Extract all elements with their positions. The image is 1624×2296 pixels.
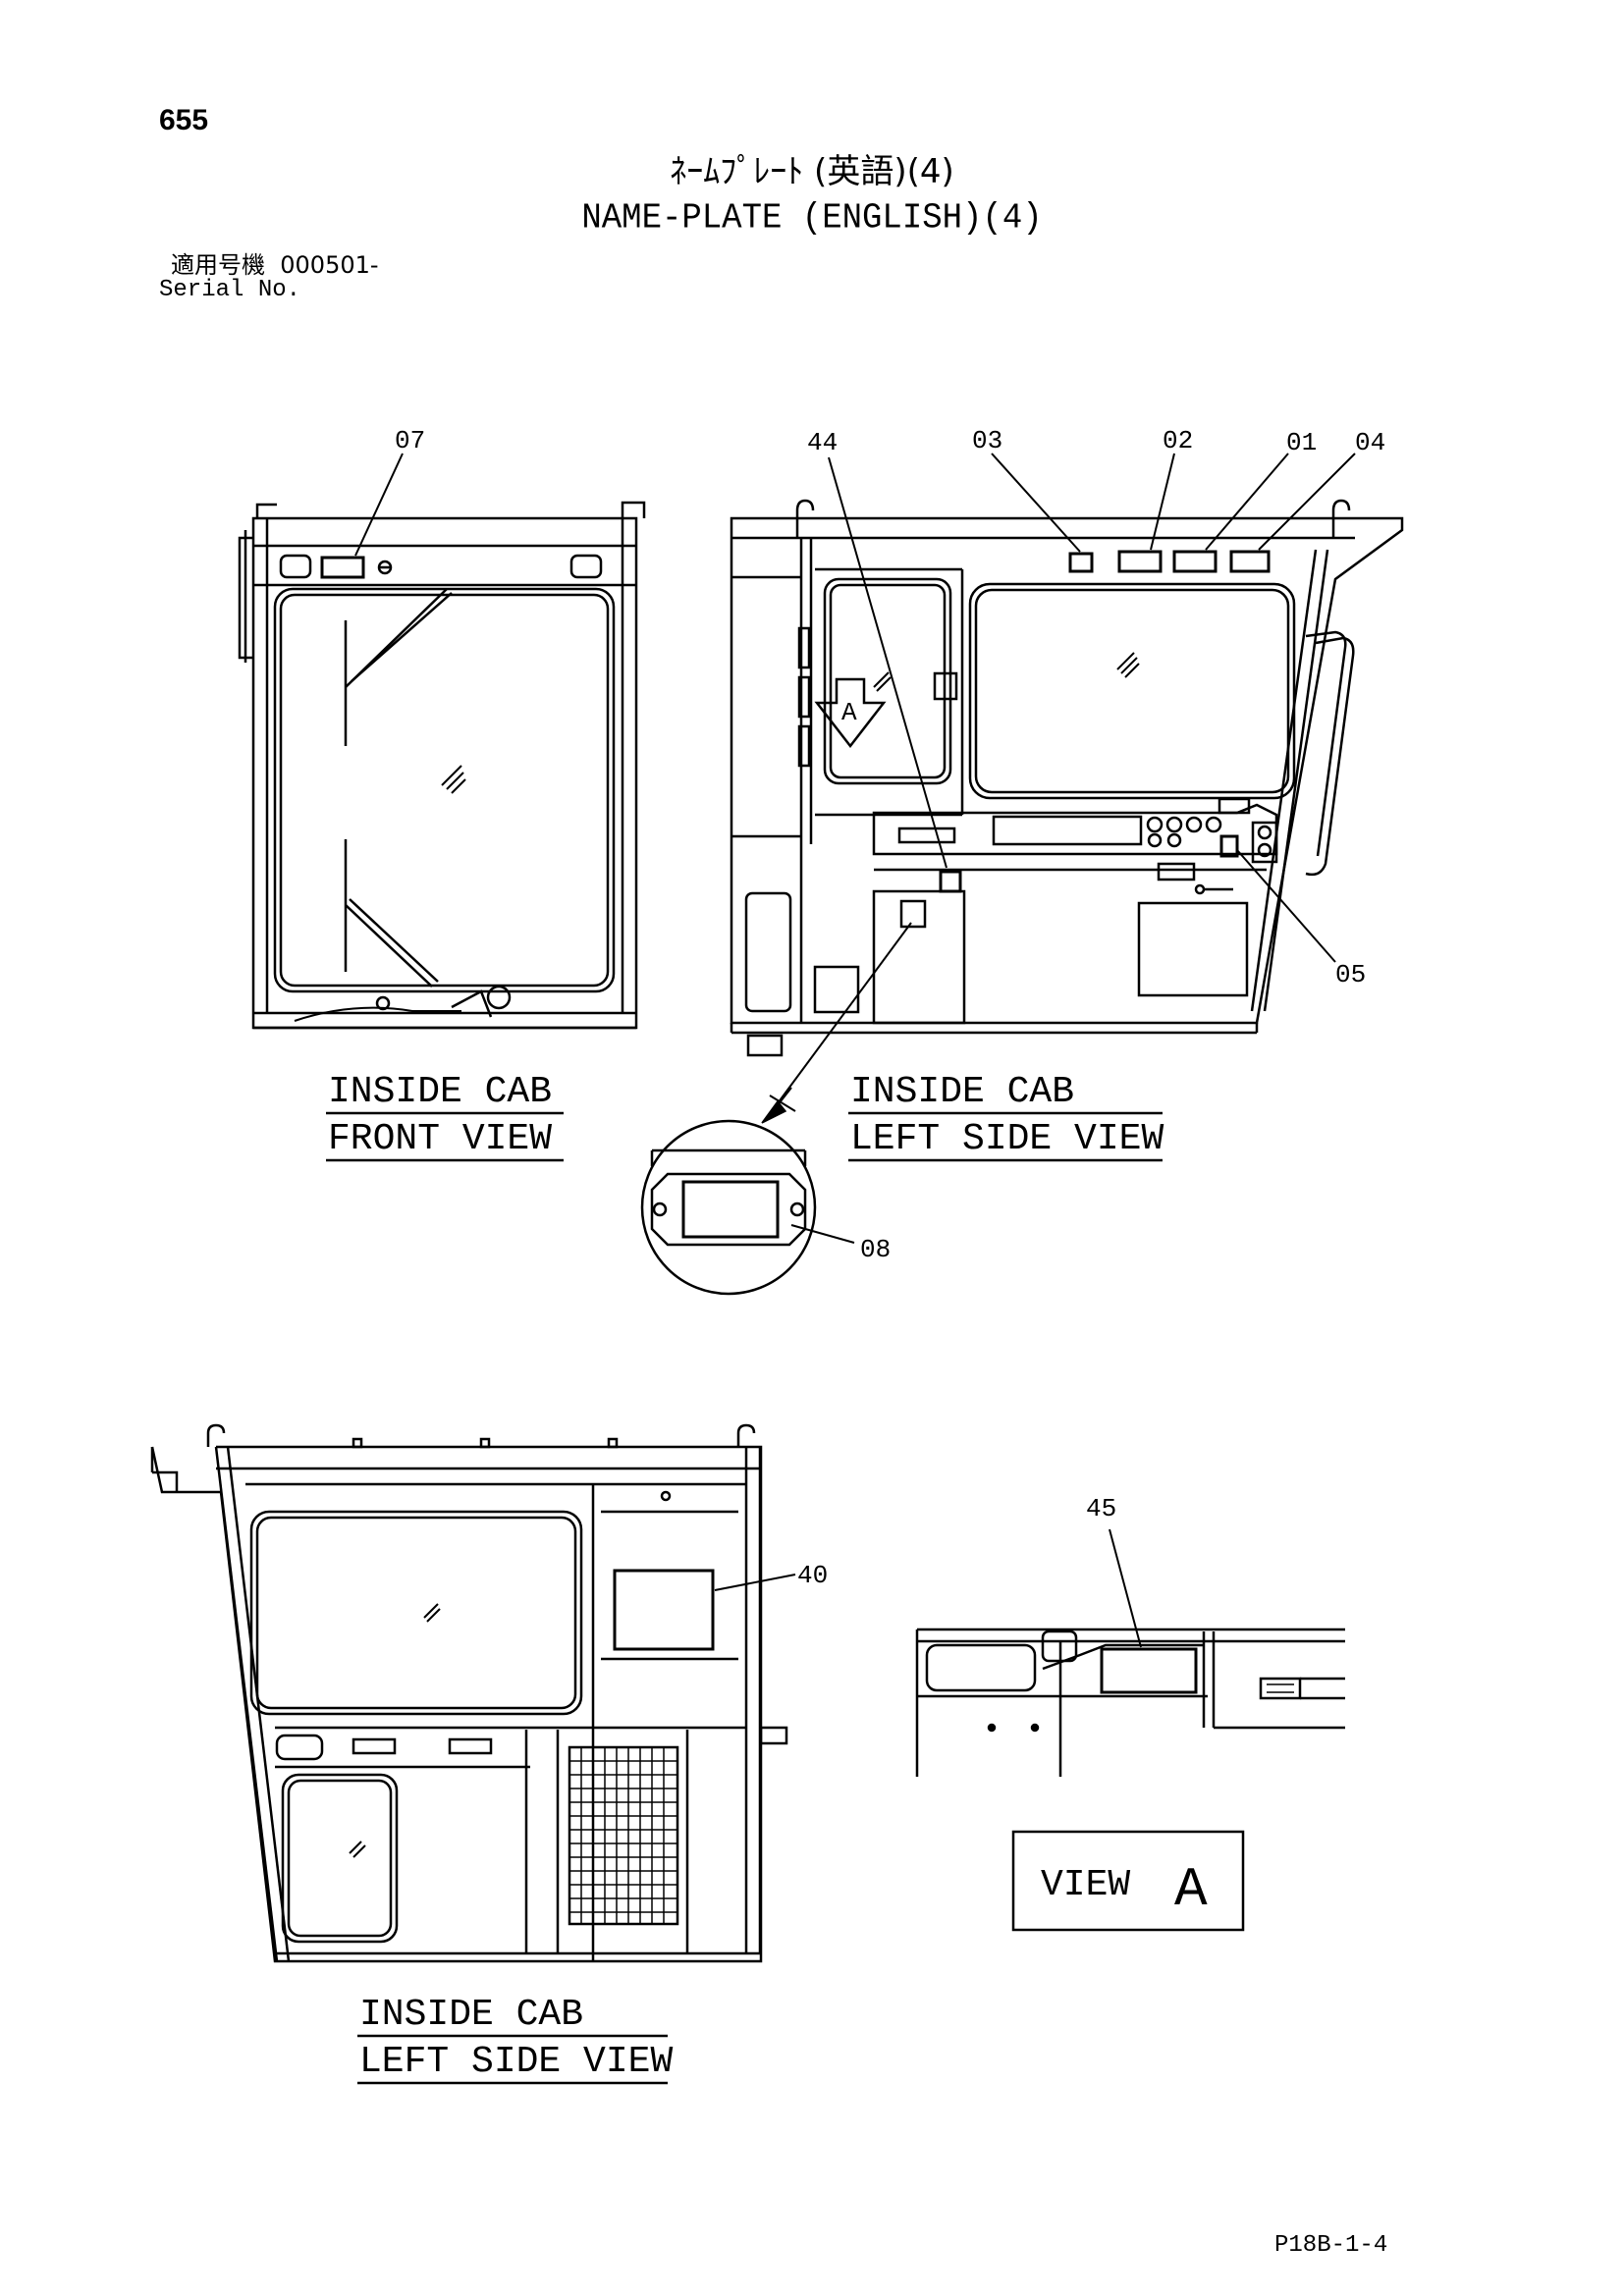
side-window-small (823, 577, 952, 785)
side-window-main (968, 582, 1296, 800)
nameplate-45 (1100, 1647, 1198, 1694)
serial-range: 000501- (280, 251, 379, 279)
left-view-top-line2: LEFT SIDE VIEW (850, 1118, 1164, 1160)
nameplate-03 (1068, 552, 1094, 573)
serial-label-jp-text: 適用号機 (171, 251, 265, 279)
view-a-detail-drawing (915, 1528, 1345, 1932)
callout-40: 40 (797, 1561, 828, 1590)
view-title-underlines (326, 1111, 1163, 2085)
front-window (273, 587, 616, 993)
view-a-arrow (814, 677, 887, 749)
view-a-letter: A (1174, 1858, 1208, 1921)
title-japanese: ﾈｰﾑﾌﾟﾚｰﾄ (英語)(4) (670, 152, 954, 191)
callout-01: 01 (1286, 428, 1317, 457)
title-english: NAME-PLATE (ENGLISH)(4) (581, 199, 1043, 239)
grille-panel (568, 1745, 679, 1926)
left-view-top-line1: INSIDE CAB (850, 1071, 1074, 1113)
callout-05: 05 (1335, 960, 1366, 989)
view-a-marker: A (841, 698, 857, 727)
nameplate-05 (1219, 834, 1239, 858)
cab-left-outline (730, 516, 1404, 1025)
view-a-label: VIEW (1041, 1864, 1130, 1906)
page-number: 655 (159, 104, 209, 136)
lower-panel-right (1137, 901, 1249, 997)
left-view-bottom-line1: INSIDE CAB (359, 1994, 583, 2036)
nameplate-01 (1172, 550, 1218, 573)
speaker-left (279, 554, 312, 579)
callout-07: 07 (395, 426, 425, 455)
left-view-bottom-line2: LEFT SIDE VIEW (359, 2041, 673, 2083)
nameplate-08 (681, 1180, 780, 1239)
detail-circle-08 (640, 922, 912, 1296)
front-view-drawing (238, 453, 646, 1030)
serial-label-english: Serial No. (159, 277, 301, 303)
callout-labels: 07 44 03 02 01 04 05 08 40 45 INSIDE CAB… (328, 426, 1385, 2083)
callout-02: 02 (1163, 426, 1193, 455)
front-view-line2: FRONT VIEW (328, 1118, 552, 1160)
page-code: P18B-1-4 (1274, 2232, 1388, 2259)
callout-44: 44 (807, 428, 838, 457)
nameplate-08-location (899, 899, 927, 929)
callout-45: 45 (1086, 1494, 1116, 1523)
nameplate-02 (1117, 550, 1163, 573)
callout-03: 03 (972, 426, 1002, 455)
front-view-line1: INSIDE CAB (328, 1071, 552, 1113)
speaker-right (569, 554, 603, 579)
detail-circle (640, 1119, 817, 1296)
lower-panel-left (872, 889, 966, 1025)
view-a-label-box (1011, 1830, 1245, 1932)
left-side-view-top-drawing: A (730, 453, 1404, 1057)
serial-label-japanese: 適用号機 000501- (171, 253, 379, 277)
rear-window (249, 1510, 583, 1716)
left-side-view-bottom-drawing (150, 1423, 796, 1963)
callout-04: 04 (1355, 428, 1385, 457)
callout-08: 08 (860, 1235, 891, 1264)
nameplate-07 (320, 556, 365, 579)
nameplate-04 (1229, 550, 1271, 573)
nameplate-40 (613, 1569, 715, 1651)
nameplate-44 (939, 870, 962, 893)
